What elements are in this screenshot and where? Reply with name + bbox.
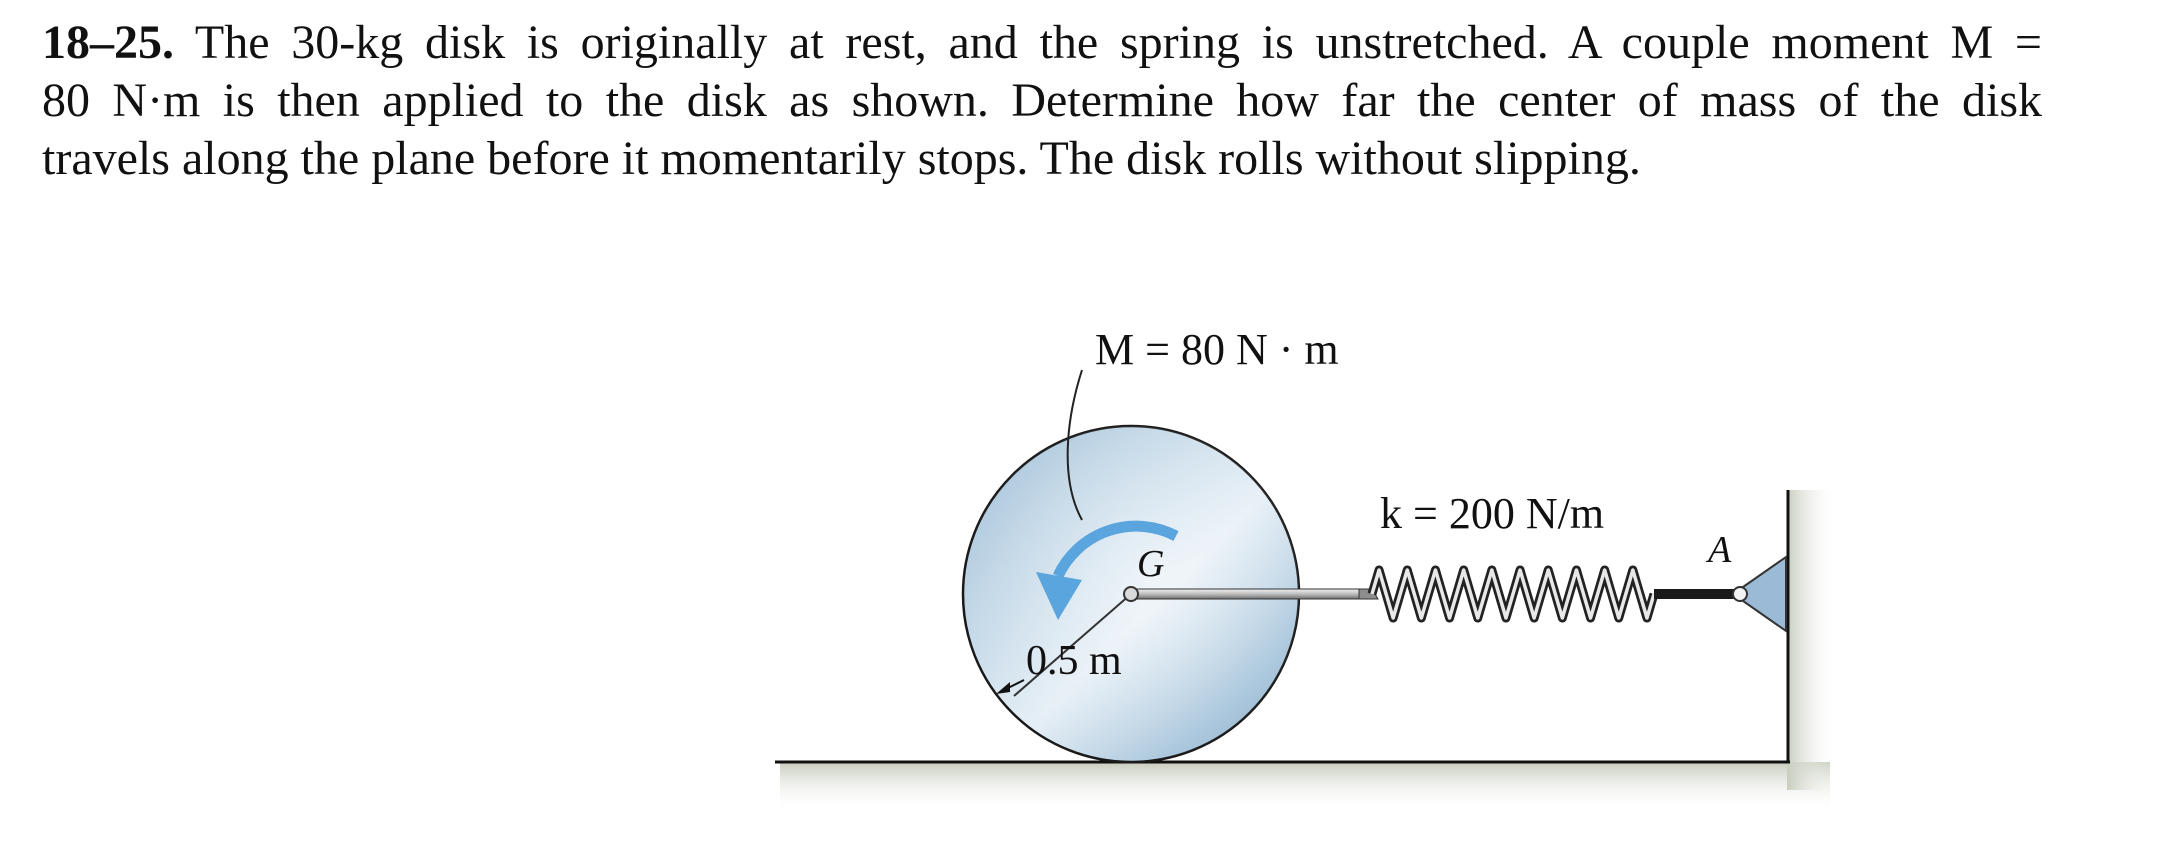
problem-line-3: travels along the plane before it moment… <box>42 132 1641 185</box>
support-label: A <box>1705 529 1732 571</box>
spring-coil-highlight <box>1370 568 1656 620</box>
moment-leader-line <box>1066 369 1083 521</box>
problem-line-1: 18–25. The 30-kg disk is originally at r… <box>42 16 2042 69</box>
support-bracket-icon <box>1731 555 1787 633</box>
center-of-mass-label: G <box>1137 543 1164 585</box>
problem-statement: 18–25. The 30-kg disk is originally at r… <box>42 14 2042 188</box>
problem-number: 18–25. <box>42 16 174 69</box>
wall-shadow <box>1787 490 1837 790</box>
spring-constant-label: k = 200 N/m <box>1380 489 1604 538</box>
radius-arrow-icon <box>996 679 1025 694</box>
spring-end-link <box>1654 589 1739 599</box>
center-pin-icon <box>1123 586 1139 602</box>
moment-arrow-icon <box>1036 520 1179 620</box>
problem-line-2: 80 N·m is then applied to the disk as sh… <box>42 74 2042 127</box>
connecting-rod <box>1130 588 1360 600</box>
spring-icon <box>1367 565 1659 623</box>
moment-label: M = 80 N · m <box>1095 325 1339 374</box>
floor-shadow <box>780 762 1830 812</box>
radius-line <box>1013 593 1132 697</box>
radius-label: 0.5 m <box>1026 638 1122 684</box>
